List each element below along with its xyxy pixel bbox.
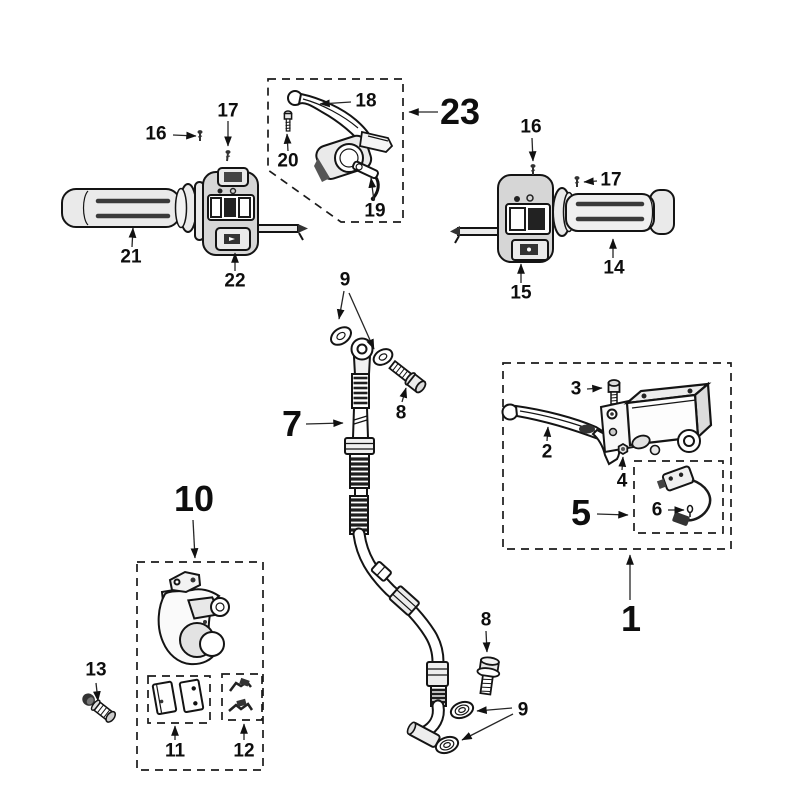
callout-17-right: 17	[600, 169, 622, 191]
callout-16-left: 16	[145, 123, 167, 145]
lever-pivot-pin-19	[351, 160, 380, 201]
callout-6: 6	[651, 499, 663, 521]
callout-1: 1	[620, 598, 642, 639]
lever-kit-box-23	[267, 78, 404, 223]
callout-3: 3	[570, 378, 582, 400]
washer-9-bottom-a	[449, 700, 475, 720]
washer-9-bottom-b	[434, 735, 460, 755]
master-cylinder-box-1	[502, 362, 732, 550]
screw-17-left	[225, 150, 231, 162]
callout-14: 14	[603, 257, 625, 279]
callout-15: 15	[510, 282, 532, 304]
hose-rib-lower	[351, 498, 367, 532]
leader-8-top	[399, 387, 408, 403]
callout-7: 7	[281, 403, 303, 444]
callout-22: 22	[224, 270, 246, 292]
callout-17-left: 17	[217, 100, 239, 122]
leader-2	[543, 426, 552, 442]
callout-2: 2	[541, 441, 553, 463]
banjo-bolt-8-top	[388, 359, 427, 394]
leader-5	[596, 510, 629, 519]
banjo-bolt-8-bottom	[476, 656, 501, 696]
washer-9-top-a	[330, 326, 352, 346]
leader-7	[305, 419, 344, 428]
leader-19	[368, 177, 377, 202]
left-handlebar-grip-21	[61, 183, 198, 233]
callout-13: 13	[85, 659, 107, 681]
callout-16-right: 16	[520, 116, 542, 138]
callout-20: 20	[277, 150, 299, 172]
leader-9-top-a	[336, 290, 345, 320]
callout-8-top: 8	[395, 402, 407, 424]
leader-10	[190, 519, 199, 559]
leader-9-top-b	[348, 292, 375, 350]
leader-9-bottom-a	[476, 706, 513, 715]
screw-16-left	[197, 130, 203, 141]
pads-box-11	[147, 675, 211, 724]
screw-3	[607, 379, 621, 405]
left-switch-housing-22	[194, 167, 308, 256]
right-switch-housing-15	[450, 174, 554, 263]
brake-pads-11	[151, 678, 205, 716]
leader-17-right	[583, 177, 598, 186]
callout-5: 5	[570, 492, 592, 533]
brake-light-switch-6	[656, 465, 712, 526]
hose-clamp-band	[370, 561, 392, 582]
master-cylinder-body	[599, 381, 713, 456]
leader-4	[618, 456, 627, 471]
washer-9-top-b	[372, 348, 394, 366]
callout-23: 23	[439, 91, 481, 132]
callout-19: 19	[364, 200, 386, 222]
leader-9-bottom-b	[461, 713, 514, 741]
callout-8-bottom: 8	[480, 609, 492, 631]
callout-9-top: 9	[339, 269, 351, 291]
callout-21: 21	[120, 246, 142, 268]
callout-4: 4	[616, 470, 628, 492]
leader-3	[586, 384, 603, 393]
leader-13	[93, 682, 101, 702]
caliper-bolt-13	[82, 693, 117, 723]
hose-crimp-top	[353, 376, 368, 405]
hose-rib-mid	[351, 457, 368, 486]
pad-spring-clips-12	[228, 677, 254, 712]
leader-16-left	[172, 131, 197, 140]
callout-11: 11	[164, 740, 186, 762]
callout-10: 10	[173, 478, 215, 519]
leader-8-bottom	[482, 630, 491, 653]
brake-hose-7	[344, 337, 449, 748]
callout-9-bottom: 9	[517, 699, 529, 721]
nut-4	[617, 442, 629, 456]
switch-box-5	[633, 460, 724, 534]
brake-caliper	[157, 570, 230, 666]
leader-16-right	[528, 137, 537, 162]
leader-21	[128, 227, 137, 248]
switch-screw-6	[686, 504, 694, 517]
screw-16-right	[530, 164, 536, 175]
screw-17-right	[574, 176, 580, 187]
screw-20	[283, 110, 293, 132]
callout-18: 18	[355, 90, 377, 112]
leader-lines	[93, 99, 685, 741]
leader-20	[283, 133, 292, 152]
leader-18	[319, 99, 352, 108]
right-handlebar-grip-14	[552, 187, 675, 237]
caliper-box-10	[136, 561, 264, 771]
clips-box-12	[221, 673, 263, 721]
hose-ferrule-mid	[388, 585, 420, 616]
callout-12: 12	[233, 740, 255, 762]
